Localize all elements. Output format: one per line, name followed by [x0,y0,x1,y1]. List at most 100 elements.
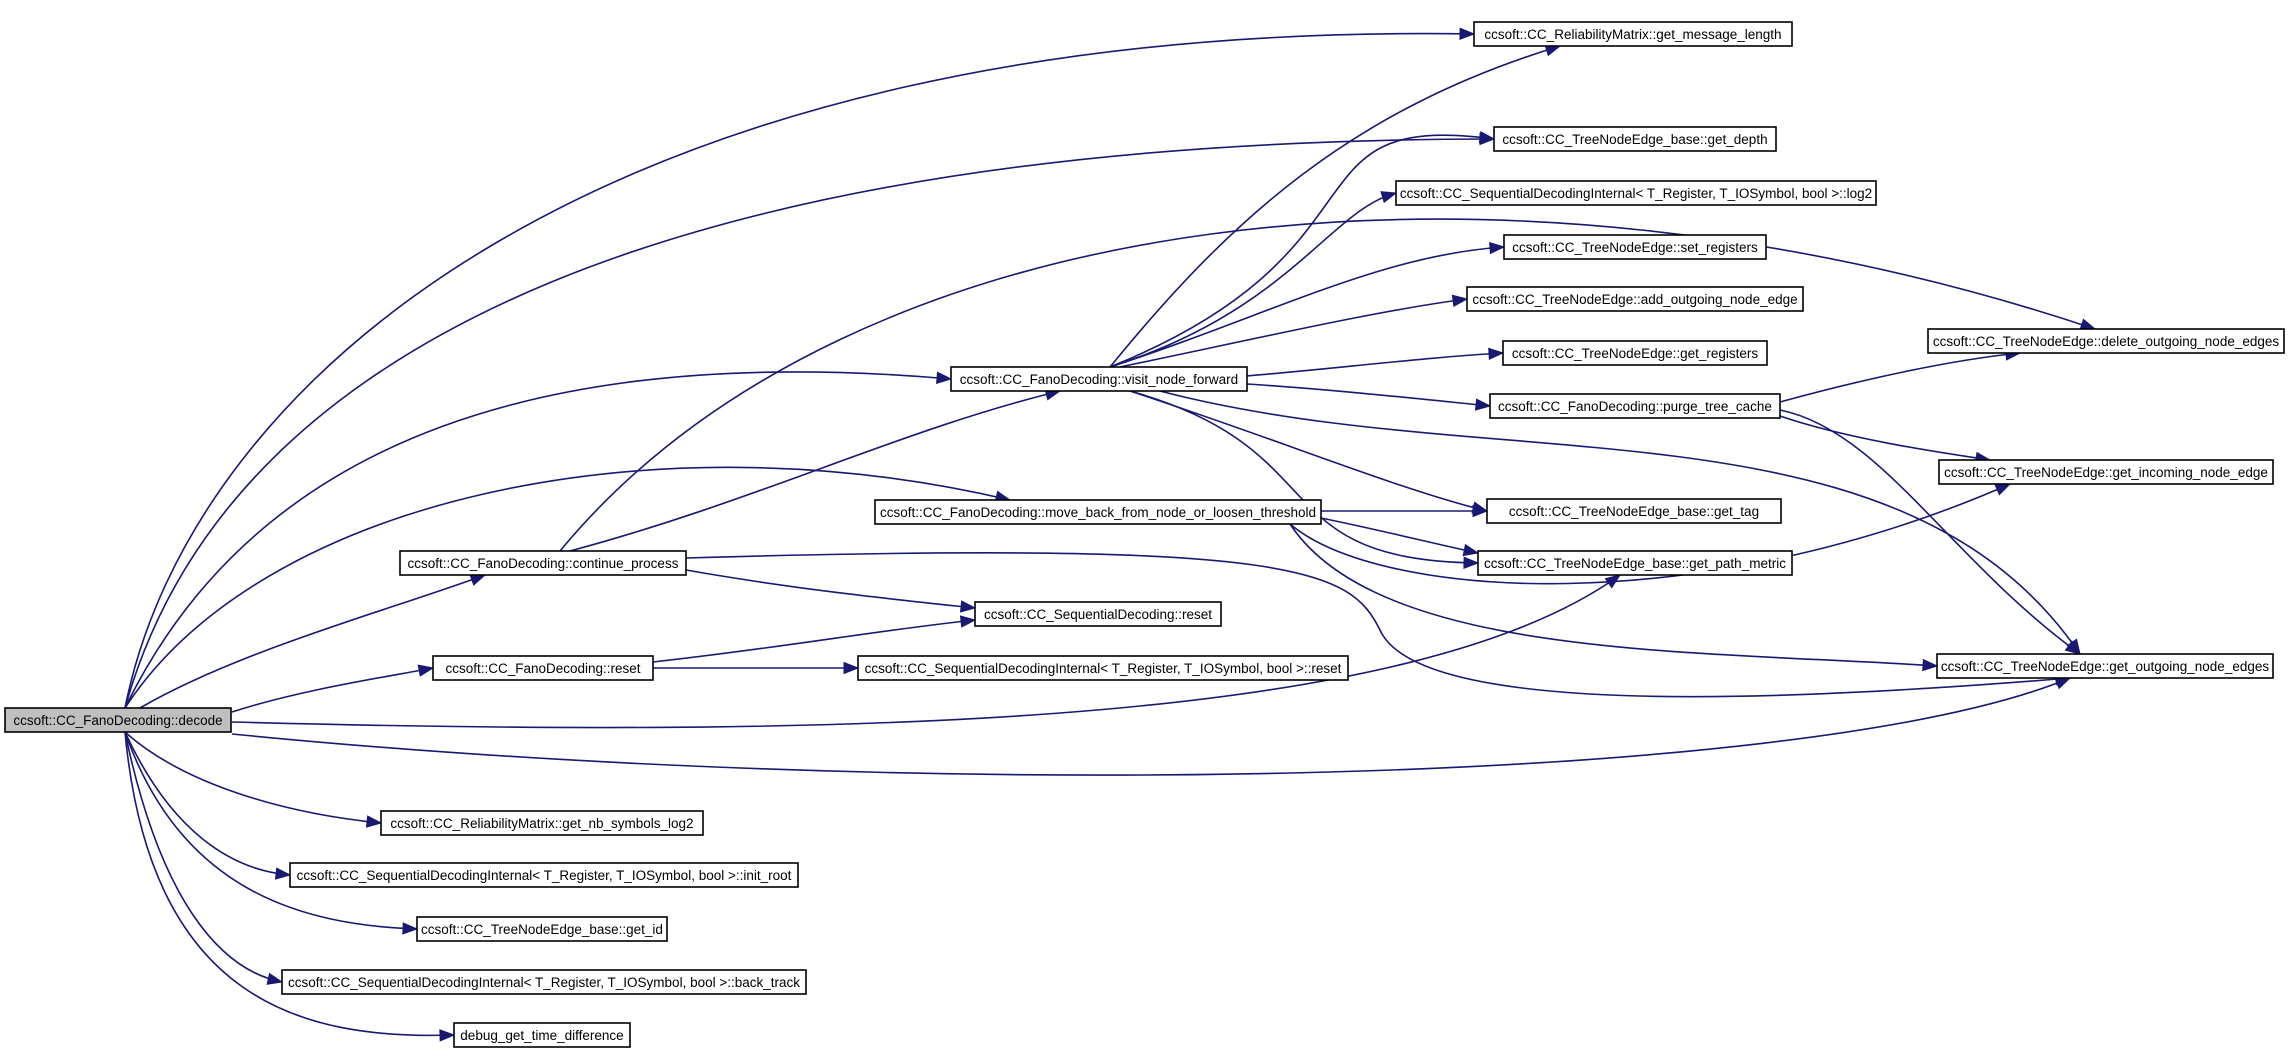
graph-node-path_metric[interactable]: ccsoft::CC_TreeNodeEdge_base::get_path_m… [1477,550,1793,576]
graph-node-log2[interactable]: ccsoft::CC_SequentialDecodingInternal< T… [1395,180,1877,206]
edge-purge-to-get_in [1779,415,1992,465]
arrow-head-icon [2064,640,2082,655]
edge-line [1159,390,2081,655]
graph-node-get_tag[interactable]: ccsoft::CC_TreeNodeEdge_base::get_tag [1486,498,1782,524]
node-box[interactable] [1927,328,2285,354]
graph-node-sdi_reset[interactable]: ccsoft::CC_SequentialDecodingInternal< T… [857,655,1349,681]
node-box[interactable] [1493,126,1777,152]
graph-node-visit[interactable]: ccsoft::CC_FanoDecoding::visit_node_forw… [950,366,1248,392]
node-label: ccsoft::CC_TreeNodeEdge::get_outgoing_no… [1941,659,2269,674]
node-box[interactable] [1938,459,2274,485]
arrow-head-icon [1994,483,2012,496]
node-box[interactable] [1502,340,1768,366]
arrow-head-icon [1462,543,1480,557]
node-box[interactable] [1936,653,2274,679]
edge-purge-to-del_out [1779,348,2022,403]
edge-visit-to-get_depth [1109,130,1496,368]
arrow-head-icon [1489,241,1506,255]
arrow-head-icon [417,664,435,677]
arrow-head-icon [365,815,383,828]
node-box[interactable] [380,810,704,836]
edge-line [1779,352,2021,403]
edge-visit-to-set_reg [1109,241,1506,368]
edge-line [1779,409,2081,655]
graph-node-back_track[interactable]: ccsoft::CC_SequentialDecodingInternal< T… [281,969,807,995]
node-box[interactable] [399,550,687,576]
edge-line [124,138,1495,709]
graph-node-del_out[interactable]: ccsoft::CC_TreeNodeEdge::delete_outgoing… [1927,328,2285,354]
node-box[interactable] [1503,234,1767,260]
node-box[interactable] [289,862,799,888]
edge-line [124,466,1011,709]
node-label: ccsoft::CC_FanoDecoding::continue_proces… [408,556,679,571]
node-box[interactable] [874,499,1322,525]
node-box[interactable] [1395,180,1877,206]
edge-line [1129,390,1479,564]
edge-line [124,371,952,709]
graph-node-purge[interactable]: ccsoft::CC_FanoDecoding::purge_tree_cach… [1489,393,1781,419]
graph-node-move_back[interactable]: ccsoft::CC_FanoDecoding::move_back_from_… [874,499,1322,525]
graph-node-get_in[interactable]: ccsoft::CC_TreeNodeEdge::get_incoming_no… [1938,459,2274,485]
edge-purge-to-get_out [1779,409,2082,655]
arrow-head-icon [936,371,953,384]
node-box[interactable] [974,601,1222,627]
node-box[interactable] [4,707,232,733]
node-label: ccsoft::CC_TreeNodeEdge_base::get_depth [1502,132,1767,147]
node-box[interactable] [416,916,668,942]
node-box[interactable] [1473,21,1793,47]
edge-move_back-to-get_out [1289,523,1939,672]
arrow-head-icon [959,615,977,628]
edge-continue-to-seq_reset [685,569,977,613]
graph-node-fano_reset[interactable]: ccsoft::CC_FanoDecoding::reset [432,655,654,681]
edges-layer [124,27,2097,1042]
edge-visit-to-log2 [1109,191,1398,368]
graph-node-decode[interactable]: ccsoft::CC_FanoDecoding::decode [4,707,232,733]
node-box[interactable] [1477,550,1793,576]
arrow-head-icon [1922,658,1939,672]
edge-line [139,574,486,709]
graph-node-rm_len[interactable]: ccsoft::CC_ReliabilityMatrix::get_messag… [1473,21,1793,47]
edge-line [1289,523,1938,667]
node-box[interactable] [950,366,1248,392]
edge-line [1119,298,1468,368]
edge-decode-to-get_depth [124,132,1496,709]
edge-fano_reset-to-sdi_reset [653,661,860,675]
edge-visit-to-purge [1246,383,1492,411]
edge-visit-to-add_out [1119,294,1469,368]
graph-node-set_reg[interactable]: ccsoft::CC_TreeNodeEdge::set_registers [1503,234,1767,260]
graph-node-get_out[interactable]: ccsoft::CC_TreeNodeEdge::get_outgoing_no… [1936,653,2274,679]
graph-node-debug_time[interactable]: debug_get_time_difference [453,1022,631,1048]
node-box[interactable] [1486,498,1782,524]
edge-decode-to-rm_len [124,27,1476,709]
arrow-head-icon [1478,130,1496,144]
edge-line [685,552,2071,698]
node-box[interactable] [281,969,807,995]
node-label: ccsoft::CC_TreeNodeEdge::add_outgoing_no… [1472,292,1797,307]
arrow-head-icon [402,922,419,935]
node-label: ccsoft::CC_ReliabilityMatrix::get_nb_sym… [390,816,693,831]
node-box[interactable] [857,655,1349,681]
edge-decode-to-continue [139,574,487,709]
edge-move_back-to-path_metric [1320,517,1480,557]
edge-line [124,731,382,824]
graph-node-get_reg[interactable]: ccsoft::CC_TreeNodeEdge::get_registers [1502,340,1768,366]
node-box[interactable] [432,655,654,681]
edge-line [231,574,1621,729]
edge-line [1246,383,1491,407]
edge-visit-to-path_metric [1129,390,1480,569]
node-box[interactable] [1489,393,1781,419]
graph-node-seq_reset[interactable]: ccsoft::CC_SequentialDecoding::reset [974,601,1222,627]
graph-node-continue[interactable]: ccsoft::CC_FanoDecoding::continue_proces… [399,550,687,576]
arrow-head-icon [439,1029,456,1042]
graph-node-get_id[interactable]: ccsoft::CC_TreeNodeEdge_base::get_id [416,916,668,942]
edge-line [1246,352,1504,377]
graph-node-get_depth[interactable]: ccsoft::CC_TreeNodeEdge_base::get_depth [1493,126,1777,152]
graph-node-init_root[interactable]: ccsoft::CC_SequentialDecodingInternal< T… [289,862,799,888]
graph-node-add_out[interactable]: ccsoft::CC_TreeNodeEdge::add_outgoing_no… [1466,286,1804,312]
node-box[interactable] [1466,286,1804,312]
edge-line [231,677,2071,776]
edge-decode-to-get_id [124,731,419,935]
edge-decode-to-init_root [124,731,292,880]
node-box[interactable] [453,1022,631,1048]
graph-node-nb_sym[interactable]: ccsoft::CC_ReliabilityMatrix::get_nb_sym… [380,810,704,836]
